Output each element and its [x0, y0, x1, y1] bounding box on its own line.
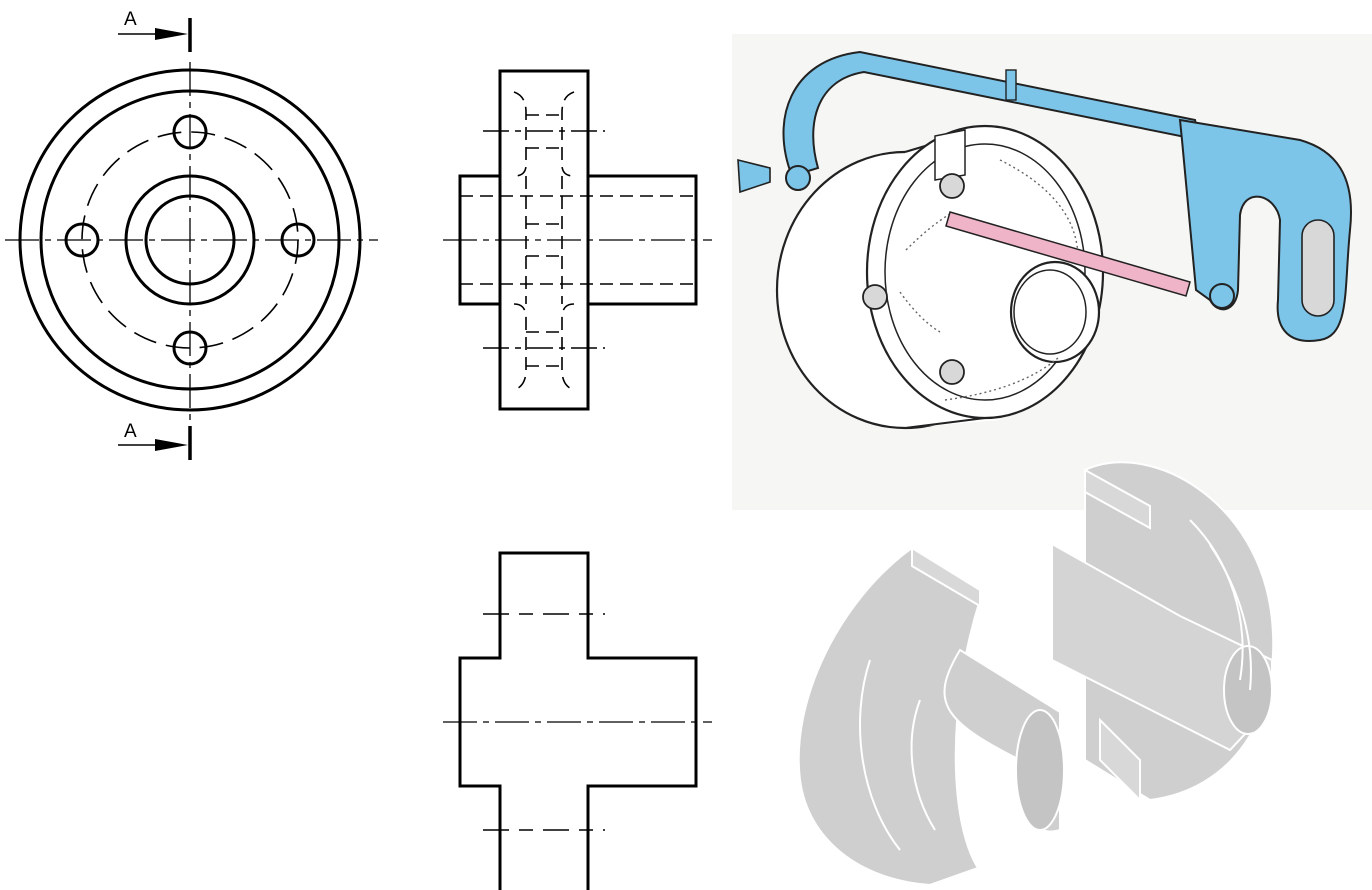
section-view [443, 551, 712, 890]
bolt-hole-right [280, 222, 316, 258]
part-being-cut [775, 124, 1105, 430]
hidden-recess-right-bottom [561, 303, 575, 391]
handle-grip [1301, 219, 1335, 317]
hub-outer-circle [124, 174, 256, 306]
side-view [443, 69, 712, 411]
hidden-recess-left-bottom [513, 303, 527, 391]
blade-pin-front [785, 165, 811, 191]
front-view: A A [5, 9, 378, 460]
wing-nut [737, 158, 771, 194]
section-arrow-bottom: A [118, 421, 192, 460]
hidden-recess-left-top [513, 91, 527, 177]
bore-circle [144, 194, 236, 286]
bolt-hole-left [64, 222, 100, 258]
blade-pin-rear [1209, 283, 1235, 309]
hacksaw-illustration [732, 34, 1372, 510]
section-half-left [797, 546, 1065, 887]
hidden-recess-right-top [561, 91, 575, 177]
bolt-pitch-circle [81, 131, 299, 349]
section-arrow-top: A [118, 9, 192, 52]
section-view-outline [458, 551, 698, 890]
bolt-hole-bottom [172, 330, 208, 366]
saw-frame [737, 50, 1352, 342]
section-label-top: A [124, 9, 137, 30]
section-half-right [1051, 461, 1275, 803]
flange-step-circle [39, 89, 341, 391]
section-label-bottom: A [124, 421, 137, 442]
outer-flange-circle [18, 68, 362, 412]
sectioned-part-illustration [797, 461, 1275, 887]
saw-blade [945, 211, 1191, 297]
bolt-hole-top [172, 114, 208, 150]
